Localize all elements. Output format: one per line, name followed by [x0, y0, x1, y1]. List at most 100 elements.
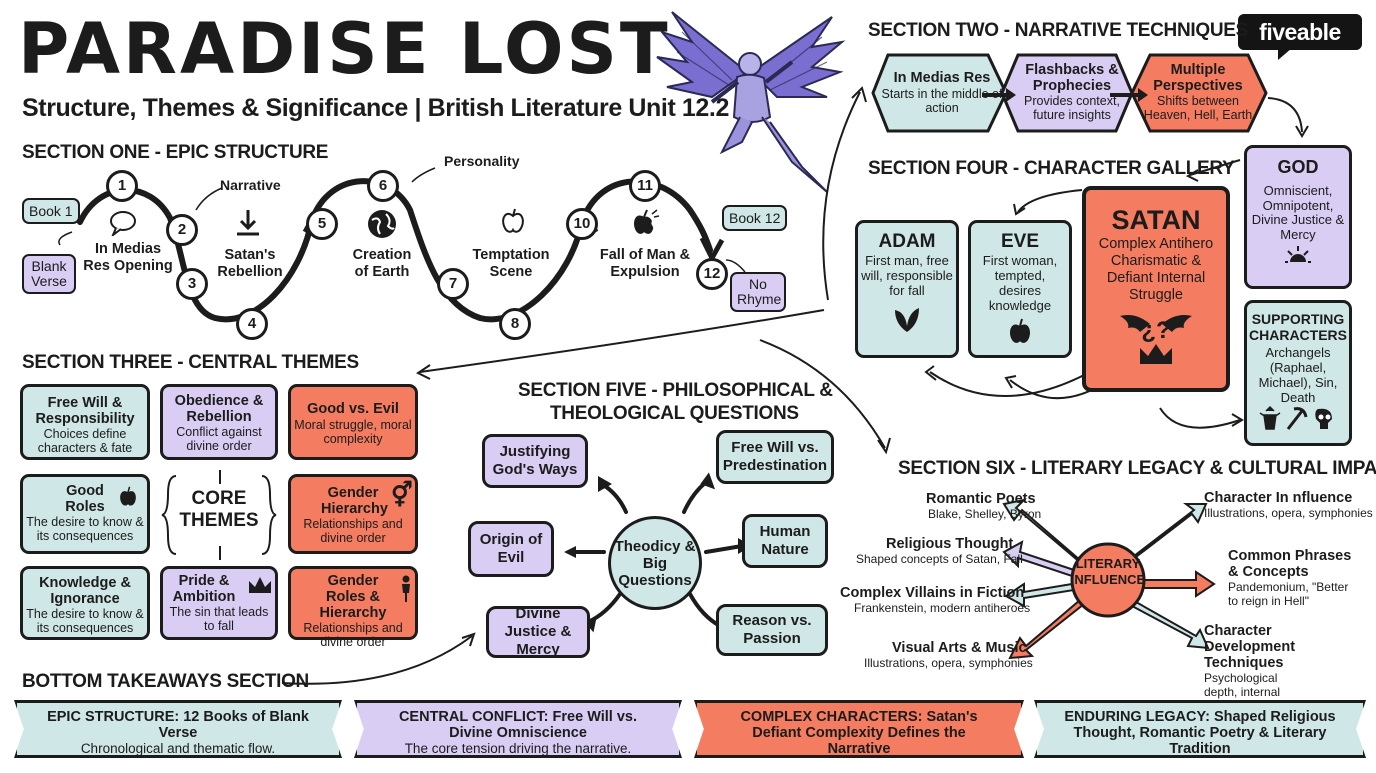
character-name: SATAN: [1111, 205, 1201, 235]
legacy-title: Complex Villains in Fiction: [840, 585, 1025, 601]
takeaway-complex-characters[interactable]: COMPLEX CHARACTERS: Satan's Defiant Comp…: [694, 700, 1024, 758]
bubble-divine-justice[interactable]: Divine Justice & Mercy: [486, 605, 590, 658]
page-title: PARADISE LOST: [18, 8, 671, 90]
technique-title: Flashbacks & Prophecies: [1025, 62, 1119, 94]
character-card-god[interactable]: GOD Omniscient, Omnipotent, Divine Justi…: [1244, 145, 1352, 289]
theme-title: Gender Hierarchy: [321, 485, 388, 517]
takeaway-title: ENDURING LEGACY: Shaped Religious Though…: [1064, 709, 1336, 757]
section-three-heading: SECTION THREE - CENTRAL THEMES: [22, 352, 359, 373]
theme-title: Gender Roles & Hierarchy: [319, 573, 387, 621]
structure-node-6[interactable]: 6: [367, 170, 399, 202]
character-desc: First woman, tempted, desires knowledge: [982, 253, 1058, 313]
theme-title: Knowledge & Ignorance: [39, 575, 131, 607]
legacy-religious-thought[interactable]: Religious Thought Shaped concepts of Sat…: [856, 536, 1023, 566]
structure-node-11[interactable]: 11: [629, 170, 661, 202]
legacy-character-influence[interactable]: Character In nfluence Illustrations, ope…: [1204, 490, 1373, 520]
theme-good-roles[interactable]: Good Roles The desire to know & its cons…: [20, 474, 150, 554]
bitten-apple-icon: [634, 209, 660, 234]
technique-desc: Starts in the middle of action: [881, 87, 1003, 115]
speech-bubble-icon: [110, 211, 136, 236]
technique-flashbacks[interactable]: Flashbacks & Prophecies Provides context…: [1016, 62, 1128, 122]
takeaway-title: COMPLEX CHARACTERS: Satan's Defiant Comp…: [740, 709, 978, 757]
character-desc: First man, free will, responsible for fa…: [861, 253, 953, 298]
theme-title: Pride & Ambition: [172, 573, 236, 605]
theme-title: Obedience & Rebellion: [174, 393, 264, 425]
legacy-common-phrases[interactable]: Common Phrases & Concepts Pandemonium, "…: [1228, 548, 1358, 608]
structure-node-1[interactable]: 1: [106, 170, 138, 202]
technique-hexagons: [871, 53, 1268, 133]
bubble-free-will[interactable]: Free Will vs. Predestination: [716, 430, 834, 484]
fiveable-logo[interactable]: fiveable: [1238, 14, 1362, 60]
theme-desc: Moral struggle, moral complexity: [294, 418, 412, 446]
crown-icon: [249, 577, 271, 593]
legacy-desc: Shaped concepts of Satan, Fall: [856, 552, 1023, 566]
structure-node-12[interactable]: 12: [696, 258, 728, 290]
bubble-reason-passion[interactable]: Reason vs. Passion: [716, 604, 828, 656]
bubble-human-nature[interactable]: Human Nature: [742, 514, 828, 568]
legacy-character-development[interactable]: Character Development Techniques Psychol…: [1204, 623, 1364, 713]
takeaway-epic-structure[interactable]: EPIC STRUCTURE: 12 Books of Blank Verse …: [14, 700, 342, 758]
download-icon: [237, 210, 259, 236]
leaf-icon: [895, 308, 919, 332]
theme-title: Good Roles: [65, 483, 105, 515]
bubble-justifying[interactable]: Justifying God's Ways: [482, 434, 588, 488]
takeaway-central-conflict[interactable]: CENTRAL CONFLICT: Free Will vs. Divine O…: [354, 700, 682, 758]
bubble-origin-evil[interactable]: Origin of Evil: [468, 521, 554, 577]
takeaway-enduring-legacy[interactable]: ENDURING LEGACY: Shaped Religious Though…: [1034, 700, 1366, 758]
legacy-desc: Blake, Shelley, Byron: [928, 507, 1042, 521]
takeaways-heading: BOTTOM TAKEAWAYS SECTION: [22, 671, 309, 692]
character-desc: Omniscient, Omnipotent, Divine Justice &…: [1251, 183, 1345, 242]
theme-free-will[interactable]: Free Will & Responsibility Choices defin…: [20, 384, 150, 460]
no-rhyme-tag: No Rhyme: [730, 272, 786, 312]
page-subtitle: Structure, Themes & Significance | Briti…: [22, 94, 729, 122]
fall-label: Fall of Man & Expulsion: [599, 247, 691, 280]
angel-scythe-skull-icon: [1259, 405, 1332, 430]
theme-gender-roles[interactable]: Gender Roles & Hierarchy Relationships a…: [288, 566, 418, 649]
character-name: ADAM: [878, 231, 936, 252]
legacy-complex-villains[interactable]: Complex Villains in Fiction Frankenstein…: [840, 585, 1030, 615]
technique-title: Multiple Perspectives: [1153, 62, 1243, 94]
radiant-sun-icon: [1285, 246, 1311, 263]
character-card-supporting[interactable]: SUPPORTING CHARACTERS Archangels (Raphae…: [1244, 300, 1352, 446]
character-card-adam[interactable]: ADAM First man, free will, responsible f…: [855, 220, 959, 358]
technique-in-medias-res[interactable]: In Medias Res Starts in the middle of ac…: [880, 70, 1004, 115]
takeaway-title: CENTRAL CONFLICT: Free Will vs. Divine O…: [398, 709, 638, 741]
structure-node-8[interactable]: 8: [499, 308, 531, 340]
theme-good-vs-evil[interactable]: Good vs. Evil Moral struggle, moral comp…: [288, 384, 418, 460]
section-six-heading: SECTION SIX - LITERARY LEGACY & CULTURAL…: [898, 458, 1376, 479]
legacy-title: Character Development Techniques: [1204, 623, 1296, 671]
technique-multiple-perspectives[interactable]: Multiple Perspectives Shifts between Hea…: [1136, 62, 1260, 122]
winged-crown-icon: ¿?: [1120, 315, 1192, 364]
character-card-satan[interactable]: SATAN Complex Antihero Charismatic & Def…: [1082, 186, 1230, 392]
theme-title: Good vs. Evil: [307, 401, 399, 417]
influence-arrows: [1002, 498, 1216, 660]
structure-node-2[interactable]: 2: [166, 214, 198, 246]
theme-desc: Conflict against divine order: [176, 425, 262, 453]
temptation-label: Temptation Scene: [472, 247, 550, 280]
theme-obedience[interactable]: Obedience & Rebellion Conflict against d…: [160, 384, 278, 460]
personality-annotation: Personality: [444, 153, 520, 169]
structure-node-10[interactable]: 10: [566, 208, 598, 240]
structure-node-7[interactable]: 7: [437, 268, 469, 300]
theme-pride[interactable]: Pride & Ambition The sin that leads to f…: [160, 566, 278, 640]
theme-desc: Relationships and divine order: [303, 621, 403, 649]
theme-gender-hierarchy[interactable]: Gender Hierarchy Relationships and divin…: [288, 474, 418, 554]
structure-node-5[interactable]: 5: [306, 208, 338, 240]
legacy-romantic-poets[interactable]: Romantic Poets Blake, Shelley, Byron: [926, 491, 1041, 521]
character-name: GOD: [1277, 157, 1319, 177]
core-themes-label: CORE THEMES: [179, 488, 259, 531]
takeaway-desc: Challenging traditional hero/villain rol…: [739, 757, 979, 772]
medias-res-label: In Medias Res Opening: [83, 241, 173, 274]
section-one-heading: SECTION ONE - EPIC STRUCTURE: [22, 142, 329, 163]
literary-influence-center[interactable]: LITERARY INFLUENCE: [1070, 556, 1146, 587]
theme-knowledge[interactable]: Knowledge & Ignorance The desire to know…: [20, 566, 150, 640]
character-name: EVE: [1000, 231, 1040, 252]
section-five-heading-1: SECTION FIVE - PHILOSOPHICAL &: [518, 380, 833, 401]
takeaway-title: EPIC STRUCTURE: 12 Books of Blank Verse: [47, 709, 309, 741]
legacy-visual-arts[interactable]: Visual Arts & Music Illustrations, opera…: [864, 640, 1033, 670]
structure-node-3[interactable]: 3: [176, 268, 208, 300]
character-card-eve[interactable]: EVE First woman, tempted, desires knowle…: [968, 220, 1072, 358]
structure-node-4[interactable]: 4: [236, 308, 268, 340]
section-five-heading-2: THEOLOGICAL QUESTIONS: [550, 403, 799, 424]
theodicy-center[interactable]: Theodicy & Big Questions: [608, 516, 702, 610]
